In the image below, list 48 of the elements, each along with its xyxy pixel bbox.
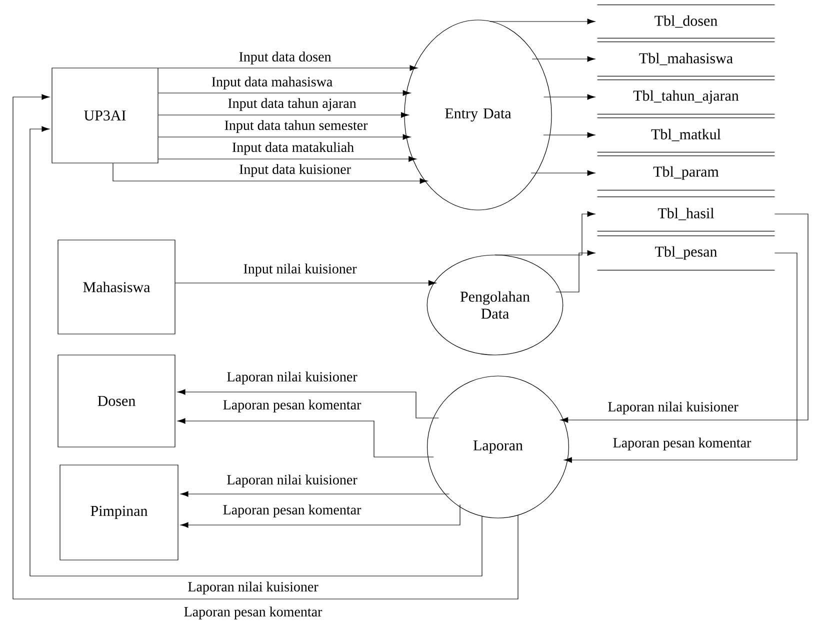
entity-box: Dosen [58, 354, 176, 448]
entity-box: UP3AI [52, 68, 158, 164]
arrow [556, 250, 596, 292]
arrow [180, 491, 450, 497]
edge-label: Input data dosen [239, 52, 332, 64]
arrow [177, 418, 434, 458]
arrow [544, 94, 596, 100]
edge-label: Input data mahasiswa [212, 76, 332, 90]
edge-label: Input nilai kuisioner [244, 264, 357, 276]
edge-label: Laporan nilai kuisioner [608, 402, 738, 414]
arrow [158, 90, 411, 96]
arrow [158, 65, 418, 71]
arrow [532, 56, 596, 62]
arrow [158, 134, 411, 140]
arrow [490, 18, 596, 24]
edge-label: Laporan pesan komentar [223, 504, 362, 518]
arrow [560, 214, 808, 423]
edge-label: Input data tahun semester [224, 120, 368, 133]
arrow [175, 280, 436, 286]
data-store: Tbl_tahun_ajaran [597, 80, 775, 114]
edge-label: Laporan nilai kuisioner [188, 582, 318, 594]
arrow [158, 156, 417, 162]
arrow [180, 504, 460, 528]
edge-label: Laporan pesan komentar [223, 400, 362, 412]
arrow [112, 163, 428, 184]
entity-box: Pimpinan [60, 464, 178, 560]
edge-label: Input data matakuliah [232, 142, 354, 155]
edge-label: Laporan nilai kuisioner [227, 474, 358, 488]
edge-label: Input data tahun ajaran [228, 98, 356, 111]
arrow [543, 132, 596, 138]
arrow [564, 252, 798, 463]
arrow [158, 112, 409, 118]
edge-label: Input data kuisioner [240, 164, 351, 177]
data-store: Tbl_param [597, 156, 775, 190]
entity-box: Mahasiswa [58, 240, 176, 334]
edge-label: Laporan pesan komentar [613, 438, 752, 450]
arrow [530, 170, 596, 176]
arrow [12, 94, 518, 600]
data-store: Tbl_pesan [597, 236, 775, 270]
data-store: Tbl_matkul [597, 118, 775, 152]
data-store: Tbl_mahasiswa [597, 42, 775, 76]
arrow [30, 126, 482, 576]
arrow [494, 211, 596, 256]
data-store: Tbl_hasil [597, 196, 775, 232]
edge-label: Laporan nilai kuisioner [227, 372, 358, 384]
arrow [177, 389, 439, 418]
edge-label: Laporan pesan komentar [184, 606, 322, 620]
data-store: Tbl_dosen [597, 4, 775, 38]
